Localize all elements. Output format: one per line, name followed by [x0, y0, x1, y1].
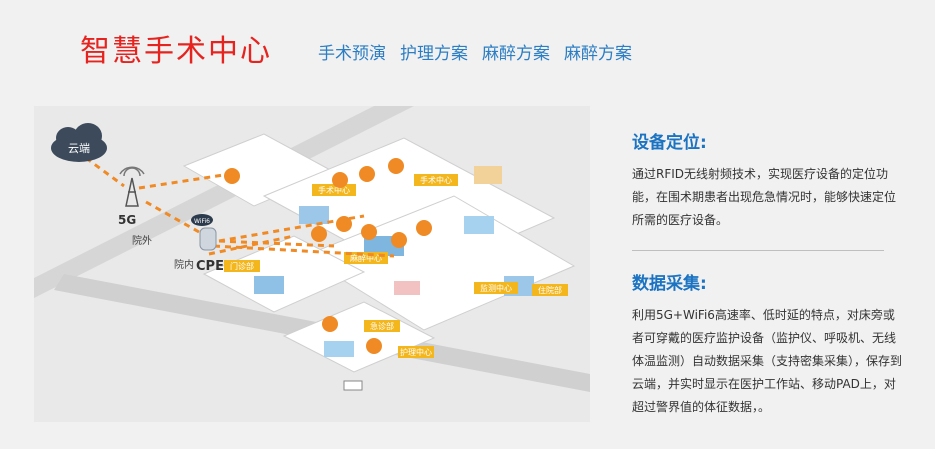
- svg-text:麻醉中心: 麻醉中心: [350, 253, 382, 263]
- room-sign: 住院部: [532, 284, 568, 296]
- nav-bar: 手术预演 护理方案 麻醉方案 麻醉方案: [318, 39, 632, 64]
- room-block: [464, 216, 494, 234]
- section-body: 通过RFID无线射频技术，实现医疗设备的定位功能，在围术期患者出现危急情况时，能…: [632, 167, 897, 227]
- room-sign: 护理中心: [398, 346, 434, 358]
- section-device-location: 设备定位: 通过RFID无线射频技术，实现医疗设备的定位功能，在围术期患者出现危…: [632, 128, 902, 232]
- room-sign: 急诊部: [364, 320, 400, 332]
- wifi-pin-icon: [311, 226, 327, 242]
- svg-text:护理中心: 护理中心: [400, 347, 432, 357]
- cell-tower-icon: [119, 166, 145, 207]
- wifi-pin-icon: [391, 232, 407, 248]
- wifi-pin-icon: [361, 224, 377, 240]
- room-block: [394, 281, 420, 295]
- road: [34, 106, 414, 298]
- svg-text:门诊部: 门诊部: [230, 261, 254, 271]
- page-title: 智慧手术中心: [80, 34, 272, 69]
- nav-item-surgery-rehearsal[interactable]: 手术预演: [318, 44, 386, 64]
- cpe-device-icon: [199, 227, 217, 251]
- svg-text:WiFi6: WiFi6: [194, 218, 210, 225]
- divider: [632, 250, 884, 251]
- room-block: [474, 166, 502, 184]
- room-block: [254, 276, 284, 294]
- wifi-pin-icon: [322, 316, 338, 332]
- outside-label: 院外: [132, 234, 152, 247]
- room-sign: 麻醉中心: [344, 252, 388, 264]
- wifi-badge: WiFi6: [191, 214, 213, 226]
- room-sign: 手术中心: [312, 184, 356, 196]
- section-title: 设备定位:: [632, 133, 707, 153]
- cloud-icon: 云端: [51, 123, 107, 162]
- nav-item-anesthesia-plan-2[interactable]: 麻醉方案: [564, 44, 632, 64]
- wifi-pin-icon: [366, 338, 382, 354]
- isometric-hospital-map: 手术中心 手术中心 麻醉中心 监测中心 住院部 门诊部 急诊部 护理中心: [34, 106, 590, 392]
- wifi-pins: [224, 158, 432, 354]
- svg-text:急诊部: 急诊部: [370, 321, 394, 331]
- wifi-pin-icon: [224, 168, 240, 184]
- info-panel: 设备定位: 通过RFID无线射频技术，实现医疗设备的定位功能，在围术期患者出现危…: [632, 128, 902, 419]
- svg-text:手术中心: 手术中心: [420, 175, 452, 185]
- header: 智慧手术中心 手术预演 护理方案 麻醉方案 麻醉方案: [0, 0, 935, 90]
- cpe-label: CPE: [196, 259, 224, 274]
- section-body: 利用5G+WiFi6高速率、低时延的特点，对床旁或者可穿戴的医疗监护设备（监护仪…: [632, 308, 903, 414]
- room-block: [299, 206, 329, 224]
- section-title: 数据采集:: [632, 274, 707, 294]
- svg-text:住院部: 住院部: [538, 285, 562, 295]
- building-floor: [202, 235, 366, 313]
- wifi-pin-icon: [359, 166, 375, 182]
- wifi-pin-icon: [336, 216, 352, 232]
- section-data-collection: 数据采集: 利用5G+WiFi6高速率、低时延的特点，对床旁或者可穿戴的医疗监护…: [632, 269, 902, 419]
- room-block: [324, 341, 354, 357]
- ambulance-icon: [343, 380, 363, 391]
- 5g-label: 5G: [118, 213, 136, 227]
- room-sign: 手术中心: [414, 174, 458, 186]
- building-floor: [282, 301, 436, 373]
- wifi-pin-icon: [416, 220, 432, 236]
- svg-text:手术中心: 手术中心: [318, 185, 350, 195]
- room-sign: 门诊部: [224, 260, 260, 272]
- svg-text:监测中心: 监测中心: [480, 283, 512, 293]
- hospital-network-illustration: 手术中心 手术中心 麻醉中心 监测中心 住院部 门诊部 急诊部 护理中心: [34, 106, 590, 422]
- wifi-pin-icon: [388, 158, 404, 174]
- nav-item-anesthesia-plan[interactable]: 麻醉方案: [482, 44, 550, 64]
- inside-label: 院内: [174, 258, 194, 271]
- cloud-label: 云端: [68, 142, 90, 155]
- nav-item-nursing-plan[interactable]: 护理方案: [400, 44, 468, 64]
- room-sign: 监测中心: [474, 282, 518, 294]
- wifi-pin-icon: [332, 172, 348, 188]
